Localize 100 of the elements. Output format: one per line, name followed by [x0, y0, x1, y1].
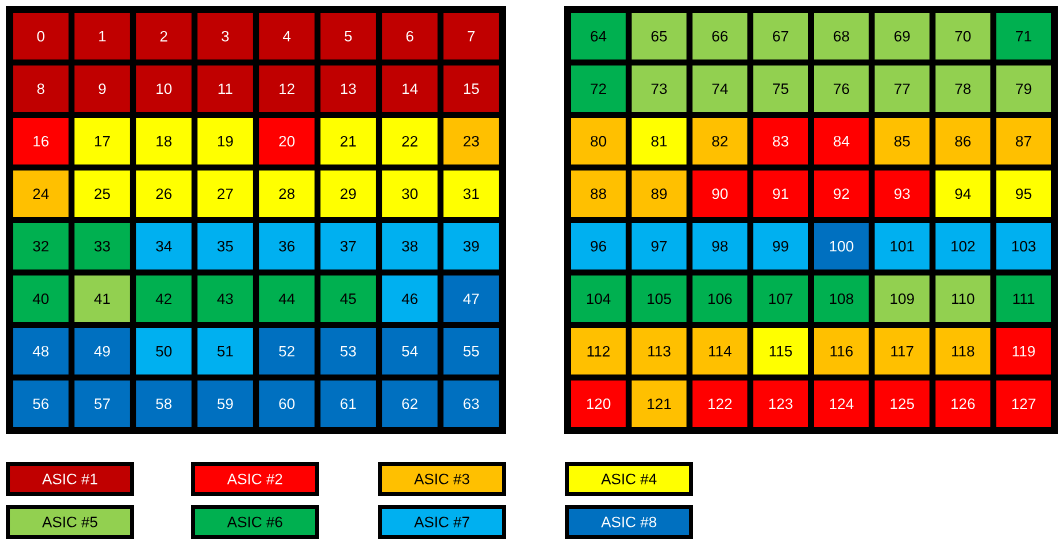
- grid-cell: 39: [443, 222, 499, 270]
- grid-cell: 115: [753, 327, 808, 375]
- grid-cell: 74: [692, 65, 748, 113]
- grid-cell: 27: [197, 170, 253, 218]
- grid-cell: 85: [874, 117, 930, 165]
- grid-cell: 29: [320, 170, 376, 218]
- grid-cell: 89: [631, 170, 687, 218]
- grid-cell: 9: [74, 65, 130, 113]
- grid-cell: 56: [13, 380, 69, 428]
- grid-cell: 87: [996, 117, 1051, 165]
- grid-cell: 50: [136, 327, 192, 375]
- grid-cell: 98: [692, 222, 748, 270]
- grid-cell: 93: [874, 170, 930, 218]
- grid-cell: 36: [259, 222, 315, 270]
- grid-cell: 3: [197, 12, 253, 60]
- grid-cell: 104: [571, 275, 626, 323]
- grid-cell: 111: [996, 275, 1051, 323]
- grid-cell: 17: [74, 117, 130, 165]
- grid-cell: 54: [382, 327, 438, 375]
- grid-cell: 32: [13, 222, 69, 270]
- grid-cell: 127: [996, 380, 1051, 428]
- grid-cell: 77: [874, 65, 930, 113]
- grid-cell: 99: [753, 222, 808, 270]
- grid-cell: 51: [197, 327, 253, 375]
- grid-cell: 11: [197, 65, 253, 113]
- grid-cell: 20: [259, 117, 315, 165]
- grid-cell: 65: [631, 12, 687, 60]
- grid-cell: 49: [74, 327, 130, 375]
- grid-cell: 35: [197, 222, 253, 270]
- grid-cell: 14: [382, 65, 438, 113]
- grid-cell: 30: [382, 170, 438, 218]
- grid-cell: 16: [13, 117, 69, 165]
- grid-cell: 19: [197, 117, 253, 165]
- grid-cell: 46: [382, 275, 438, 323]
- grid-cell: 44: [259, 275, 315, 323]
- grid-cell: 43: [197, 275, 253, 323]
- grid-cell: 110: [935, 275, 991, 323]
- grid-cell: 15: [443, 65, 499, 113]
- grid-cell: 81: [631, 117, 687, 165]
- grid-cell: 60: [259, 380, 315, 428]
- grid-cell: 92: [814, 170, 869, 218]
- grid-cell: 58: [136, 380, 192, 428]
- grid-cell: 61: [320, 380, 376, 428]
- grid-cell: 109: [874, 275, 930, 323]
- grid-cell: 113: [631, 327, 687, 375]
- grid-cell: 107: [753, 275, 808, 323]
- grid-cell: 108: [814, 275, 869, 323]
- grid-cell: 57: [74, 380, 130, 428]
- grid-cell: 28: [259, 170, 315, 218]
- grid-cell: 66: [692, 12, 748, 60]
- grid-cell: 71: [996, 12, 1051, 60]
- grid-cell: 63: [443, 380, 499, 428]
- grid-cell: 78: [935, 65, 991, 113]
- grid-cell: 45: [320, 275, 376, 323]
- grid-cell: 102: [935, 222, 991, 270]
- grid-cell: 5: [320, 12, 376, 60]
- grid-cell: 24: [13, 170, 69, 218]
- grid-cell: 91: [753, 170, 808, 218]
- grid-cell: 79: [996, 65, 1051, 113]
- grid-cell: 40: [13, 275, 69, 323]
- grid-cell: 31: [443, 170, 499, 218]
- grid-cell: 97: [631, 222, 687, 270]
- grid-cell: 100: [814, 222, 869, 270]
- grid-cell: 76: [814, 65, 869, 113]
- grid-cell: 64: [571, 12, 626, 60]
- grid-cell: 48: [13, 327, 69, 375]
- grid-cell: 73: [631, 65, 687, 113]
- grid-cell: 38: [382, 222, 438, 270]
- grid-cell: 33: [74, 222, 130, 270]
- grid-cell: 67: [753, 12, 808, 60]
- grid-cell: 120: [571, 380, 626, 428]
- grid-cell: 23: [443, 117, 499, 165]
- grid-cell: 25: [74, 170, 130, 218]
- grid-cell: 41: [74, 275, 130, 323]
- grid-cell: 8: [13, 65, 69, 113]
- grid-cell: 124: [814, 380, 869, 428]
- grid-cell: 117: [874, 327, 930, 375]
- grid-cell: 106: [692, 275, 748, 323]
- grid-cell: 26: [136, 170, 192, 218]
- grid-cell: 84: [814, 117, 869, 165]
- grid-cell: 126: [935, 380, 991, 428]
- grid-cell: 83: [753, 117, 808, 165]
- grid-cell: 7: [443, 12, 499, 60]
- grid-cell: 22: [382, 117, 438, 165]
- grid-cell: 116: [814, 327, 869, 375]
- grid-cell: 18: [136, 117, 192, 165]
- grid-cell: 82: [692, 117, 748, 165]
- grid-cell: 86: [935, 117, 991, 165]
- grid-cell: 70: [935, 12, 991, 60]
- grid-cell: 101: [874, 222, 930, 270]
- grid-cell: 6: [382, 12, 438, 60]
- grid-cell: 59: [197, 380, 253, 428]
- grid-cell: 34: [136, 222, 192, 270]
- grid-cell: 112: [571, 327, 626, 375]
- grid-cell: 0: [13, 12, 69, 60]
- grid-cell: 96: [571, 222, 626, 270]
- grid-cell: 69: [874, 12, 930, 60]
- grid-cell: 21: [320, 117, 376, 165]
- grid-cell: 119: [996, 327, 1051, 375]
- grid-cell: 53: [320, 327, 376, 375]
